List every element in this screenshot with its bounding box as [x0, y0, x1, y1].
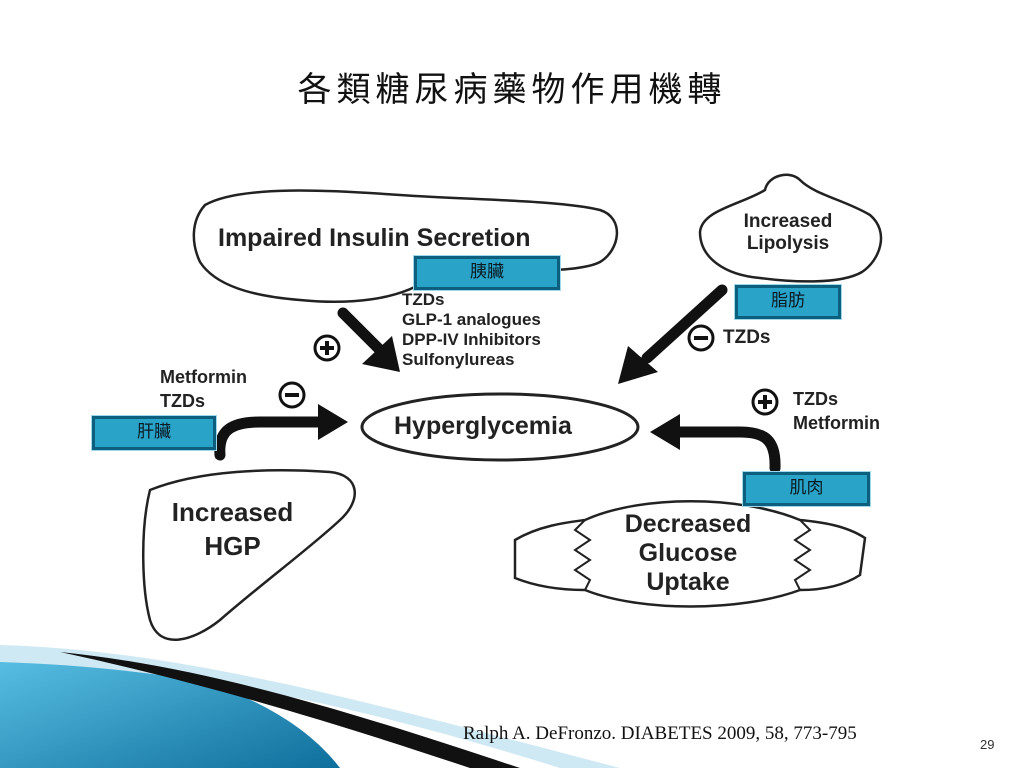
pancreas-label: Impaired Insulin Secretion: [218, 224, 531, 252]
tag-adipose: 脂肪: [734, 284, 842, 320]
muscle-tendon-right: [793, 519, 812, 591]
liver-label-line1: Increased: [171, 497, 294, 527]
adipose-shape: [698, 173, 883, 283]
adipose-drug: TZDs: [723, 327, 771, 348]
liver-label-line2: HGP: [204, 531, 261, 561]
adipose-label-line2: Lipolysis: [746, 233, 830, 254]
liver-drug-list: Metformin TZDs: [160, 365, 247, 413]
hyperglycemia-label: Hyperglycemia: [394, 412, 572, 440]
muscle-label-line2: Glucose: [638, 539, 738, 567]
decor-light-band: [0, 645, 620, 768]
arrowhead-liver: [318, 404, 348, 440]
muscle-tendon-left: [573, 519, 592, 591]
arrowhead-muscle: [650, 414, 680, 450]
plus-icon-pancreas: [313, 334, 341, 362]
arrowhead-pancreas: [362, 336, 400, 372]
minus-icon-liver: [278, 381, 306, 409]
page-number: 29: [980, 737, 995, 752]
pancreas-drug: Sulfonylureas: [402, 350, 515, 369]
liver-drug: Metformin: [160, 367, 247, 387]
pancreas-drug: DPP-IV Inhibitors: [402, 330, 541, 349]
citation: Ralph A. DeFronzo. DIABETES 2009, 58, 77…: [463, 723, 857, 744]
muscle-label-line3: Uptake: [646, 568, 730, 596]
tag-liver: 肝臟: [91, 415, 217, 451]
pancreas-drug: TZDs: [402, 290, 445, 309]
tag-pancreas: 胰臟: [413, 255, 561, 291]
arrowhead-adipose: [618, 346, 658, 384]
pancreas-drug-list: TZDs GLP-1 analogues DPP-IV Inhibitors S…: [402, 290, 541, 370]
adipose-label: Increased Lipolysis: [728, 211, 848, 255]
muscle-drug: Metformin: [793, 413, 880, 433]
arrow-adipose: [641, 284, 728, 364]
plus-icon-muscle: [751, 388, 779, 416]
hyperglycemia-ellipse: [360, 392, 640, 462]
liver-shape: [142, 469, 356, 641]
pancreas-shape: [192, 189, 619, 304]
muscle-label-line1: Decreased: [624, 510, 752, 538]
muscle-drug-list: TZDs Metformin: [793, 387, 880, 435]
arrow-liver: [214, 416, 326, 461]
pancreas-drug: GLP-1 analogues: [402, 310, 541, 329]
liver-drug: TZDs: [160, 391, 205, 411]
muscle-shape: [513, 500, 867, 608]
slide-title: 各類糖尿病藥物作用機轉: [297, 70, 727, 110]
minus-icon-adipose: [687, 324, 715, 352]
muscle-label: Decreased Glucose Uptake: [608, 510, 768, 597]
adipose-label-line1: Increased: [743, 211, 833, 232]
decor-black-band: [60, 652, 520, 768]
liver-label: Increased HGP: [160, 495, 305, 563]
muscle-drug: TZDs: [793, 389, 838, 409]
arrow-muscle: [672, 426, 781, 474]
tag-muscle: 肌肉: [742, 471, 871, 507]
decor-blue-band: [0, 648, 340, 768]
arrow-pancreas: [337, 307, 386, 356]
